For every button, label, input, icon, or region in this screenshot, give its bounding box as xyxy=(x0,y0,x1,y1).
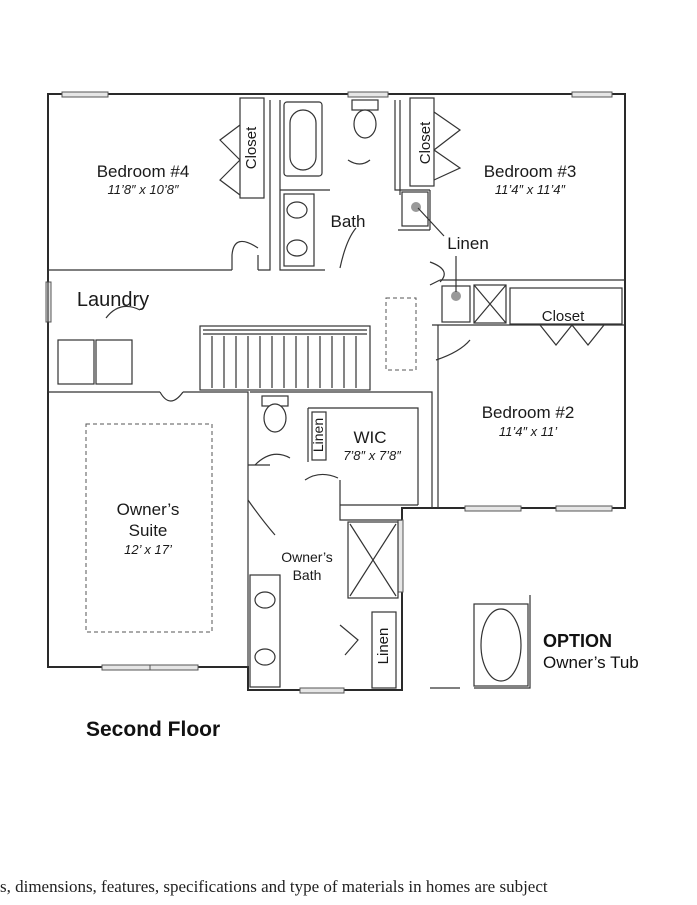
option-title: OPTION xyxy=(543,631,612,651)
bath-label: Bath xyxy=(331,212,366,231)
owners-suite-label-1: Owner’s xyxy=(117,500,180,519)
wic-dim: 7’8″ x 7’8″ xyxy=(343,448,401,463)
owners-bath-label-2: Bath xyxy=(293,567,322,583)
owners-suite-tray xyxy=(85,423,213,633)
windows xyxy=(45,91,613,694)
floor-title: Second Floor xyxy=(86,718,220,741)
owners-suite-dim: 12’ x 17’ xyxy=(124,542,173,557)
owners-bath-label-1: Owner’s xyxy=(281,549,333,565)
closets xyxy=(239,97,623,689)
bedroom4-label: Bedroom #4 xyxy=(97,162,190,181)
owners-suite-label-2: Suite xyxy=(129,521,168,540)
bath-fixtures xyxy=(57,99,399,688)
laundry-label: Laundry xyxy=(77,289,149,311)
linen-label-wic: Linen xyxy=(310,418,326,452)
bedroom4-dim: 11’8″ x 10’8″ xyxy=(107,182,179,197)
option-tub xyxy=(430,595,531,689)
bedroom2-dim: 11’4″ x 11’ xyxy=(499,424,558,439)
interior-walls xyxy=(47,100,625,667)
disclaimer-text: s, dimensions, features, specifications … xyxy=(0,877,548,896)
option-subtitle: Owner’s Tub xyxy=(543,653,639,672)
wic-label: WIC xyxy=(353,428,386,447)
linen-label-owners-bath: Linen xyxy=(375,628,392,665)
linen-leader-lines xyxy=(417,207,457,292)
closet-label-bedroom3: Closet xyxy=(417,121,434,164)
bedroom2-label: Bedroom #2 xyxy=(482,403,575,422)
stairs xyxy=(199,297,417,391)
doors xyxy=(105,111,605,656)
closet-label-bedroom4: Closet xyxy=(243,126,260,169)
bedroom3-dim: 11’4″ x 11’4″ xyxy=(495,182,566,197)
linen-label-hall: Linen xyxy=(447,234,489,253)
bedroom3-label: Bedroom #3 xyxy=(484,162,577,181)
closet-label-bedroom2: Closet xyxy=(542,308,585,325)
